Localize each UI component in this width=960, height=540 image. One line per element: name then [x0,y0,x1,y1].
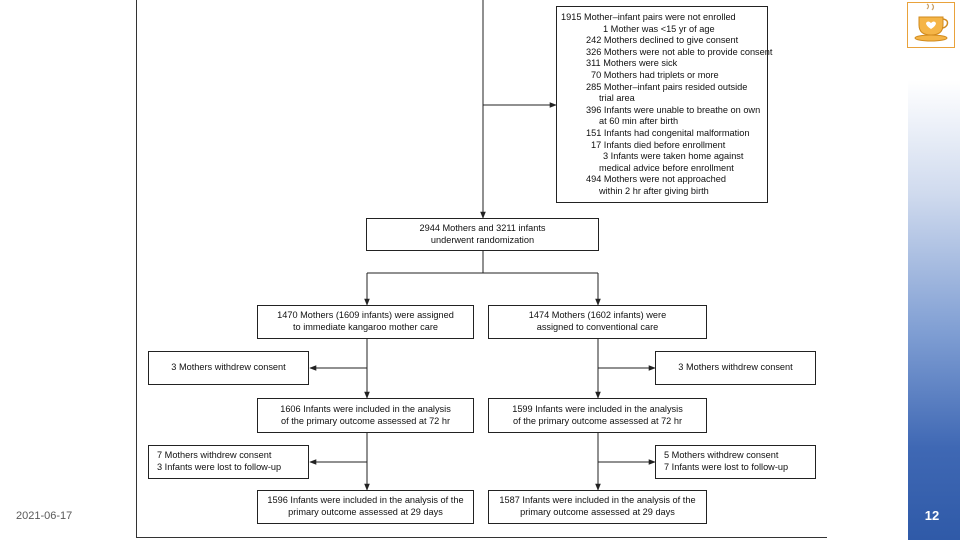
slide-date: 2021-06-17 [16,510,73,522]
right-assigned-line2: assigned to conventional care [536,322,659,332]
left-assigned-box: 1470 Mothers (1609 infants) were assigne… [257,305,474,339]
exclusion-item: 311 Mothers were sick [586,58,678,69]
exclusion-item: 494 Mothers were not approached [586,174,726,185]
right-analysis-72hr-line2: of the primary outcome assessed at 72 hr [512,415,683,426]
left-analysis-29d-line1: 1596 Infants were included in the analys… [267,495,464,506]
exclusion-title: 1915 Mother–infant pairs were not enroll… [561,12,736,22]
right-lost-line2: 7 Infants were lost to follow-up [664,461,789,472]
left-withdrew-box: 3 Mothers withdrew consent [148,351,309,385]
exclusion-item: 17 Infants died before enrollment [591,139,726,150]
exclusion-item: at 60 min after birth [599,116,679,127]
right-analysis-29d-line1: 1587 Infants were included in the analys… [499,495,696,506]
exclusion-item: within 2 hr after giving birth [599,185,709,196]
exclusion-item: 70 Mothers had triplets or more [591,69,719,80]
coffee-cup-logo-icon [907,2,955,48]
exclusion-item: 3 Infants were taken home against [603,151,744,162]
right-analysis-72hr-line1: 1599 Infants were included in the analys… [512,403,683,414]
exclusion-item: trial area [599,93,635,104]
right-lost-line1: 5 Mothers withdrew consent [664,450,779,460]
side-gradient-band [908,80,960,540]
randomization-box: 2944 Mothers and 3211 infants underwent … [366,218,599,251]
left-lost-line1: 7 Mothers withdrew consent [157,450,272,460]
right-lost-box: 5 Mothers withdrew consent 7 Infants wer… [655,445,816,479]
left-analysis-29d-line2: primary outcome assessed at 29 days [288,507,443,517]
right-assigned-line1: 1474 Mothers (1602 infants) were [528,310,667,321]
left-assigned-line2: to immediate kangaroo mother care [292,322,439,332]
left-withdrew-text: 3 Mothers withdrew consent [171,362,286,373]
right-withdrew-text: 3 Mothers withdrew consent [678,362,793,373]
exclusion-item: 151 Infants had congenital malformation [586,127,750,138]
exclusion-item: medical advice before enrollment [599,162,734,173]
exclusion-item: 1 Mother was <15 yr of age [603,23,715,34]
exclusion-box: 1915 Mother–infant pairs were not enroll… [556,6,773,203]
left-analysis-72hr-line2: of the primary outcome assessed at 72 hr [280,415,451,426]
exclusion-item: 285 Mother–infant pairs resided outside [586,81,748,92]
right-assigned-box: 1474 Mothers (1602 infants) were assigne… [488,305,707,339]
right-analysis-29d-box: 1587 Infants were included in the analys… [488,490,707,524]
left-lost-box: 7 Mothers withdrew consent 3 Infants wer… [148,445,309,479]
exclusion-item: 396 Infants were unable to breathe on ow… [586,104,761,115]
exclusion-item: 242 Mothers declined to give consent [586,35,739,46]
left-analysis-72hr-line1: 1606 Infants were included in the analys… [280,403,451,414]
left-analysis-72hr-box: 1606 Infants were included in the analys… [257,398,474,433]
exclusion-item: 326 Mothers were not able to provide con… [586,46,773,57]
left-lost-line2: 3 Infants were lost to follow-up [157,461,282,472]
left-assigned-line1: 1470 Mothers (1609 infants) were assigne… [277,310,454,321]
slide-page-number: 12 [924,508,940,523]
randomization-line2: underwent randomization [430,234,535,245]
consort-figure-frame [136,0,827,538]
right-withdrew-box: 3 Mothers withdrew consent [655,351,816,385]
right-analysis-29d-line2: primary outcome assessed at 29 days [520,507,675,517]
right-analysis-72hr-box: 1599 Infants were included in the analys… [488,398,707,433]
left-analysis-29d-box: 1596 Infants were included in the analys… [257,490,474,524]
randomization-line1: 2944 Mothers and 3211 infants [419,222,546,233]
